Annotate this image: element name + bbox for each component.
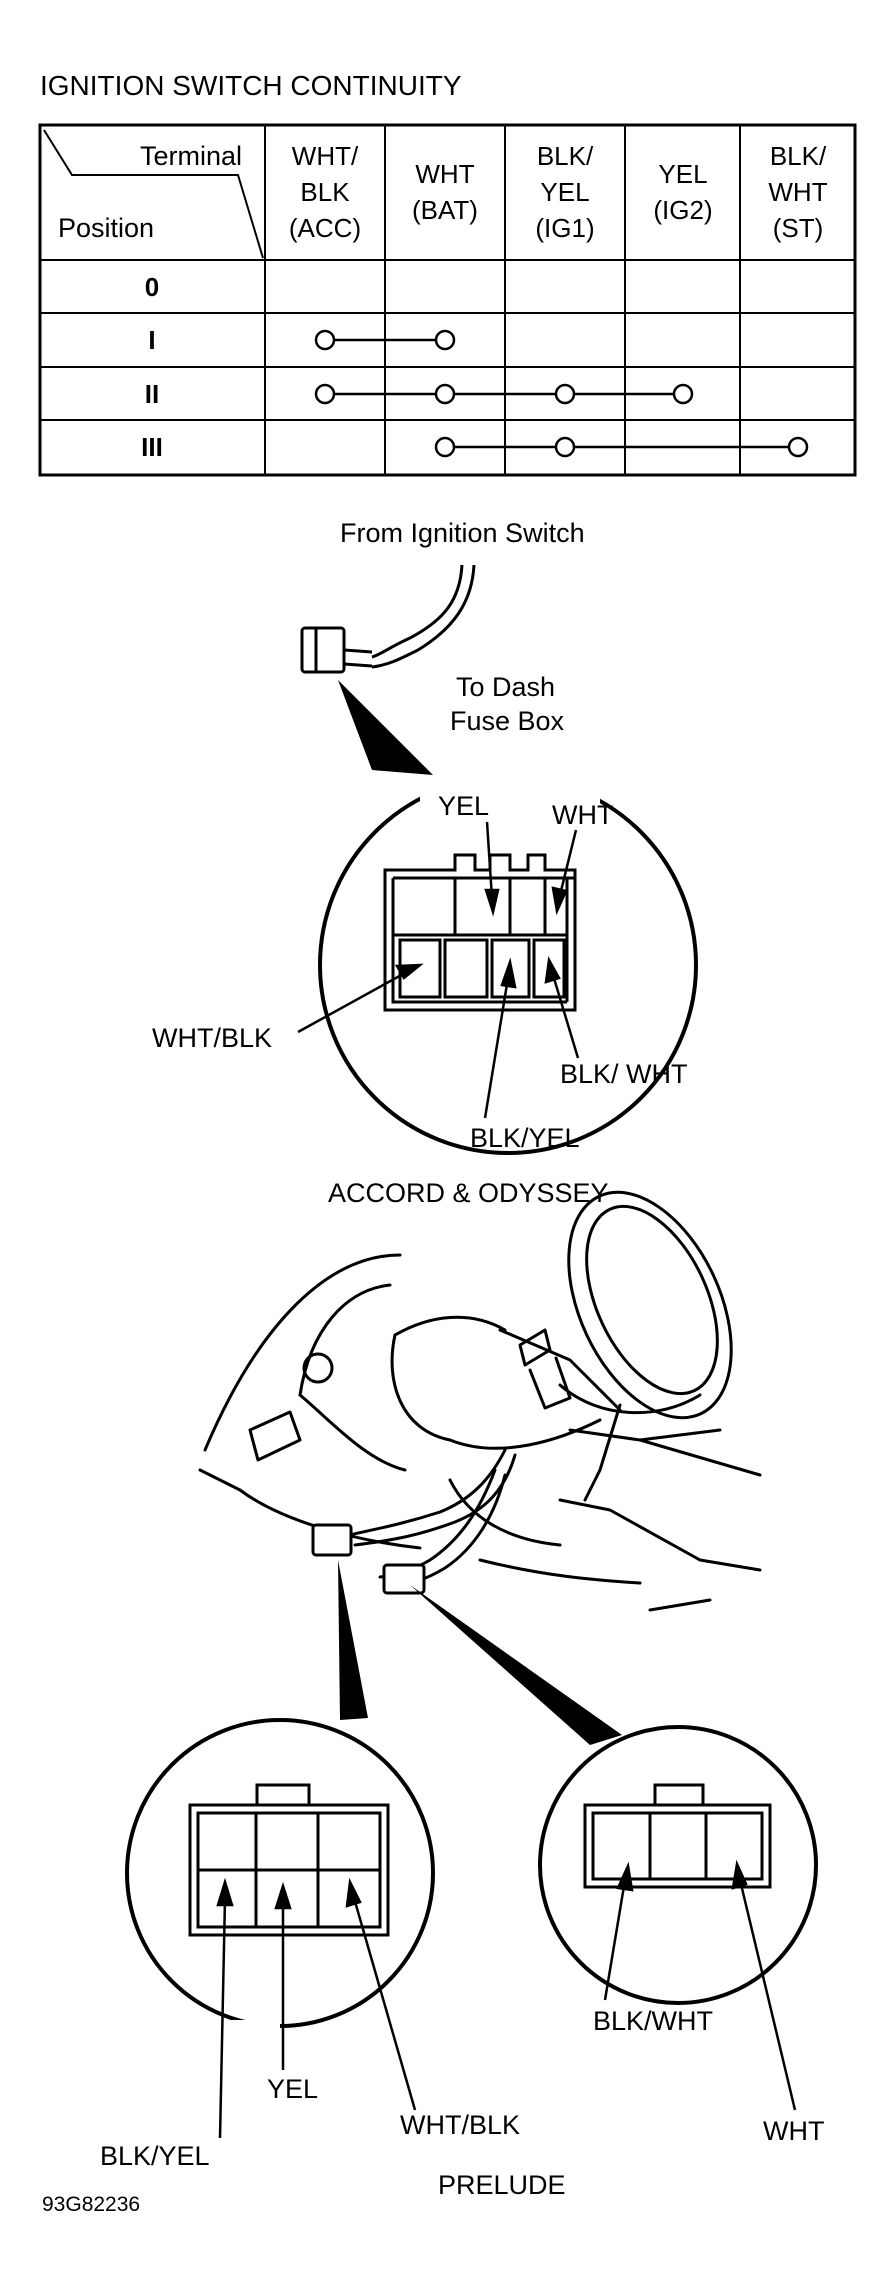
page-title: IGNITION SWITCH CONTINUITY: [40, 70, 462, 101]
position-label: I: [148, 325, 155, 355]
column-header-line: BLK/: [770, 141, 827, 171]
continuity-node: [434, 329, 456, 351]
prelude-yel-label: YEL: [267, 2074, 318, 2104]
wire-wht-label: WHT: [552, 800, 613, 830]
continuity-node: [554, 383, 576, 405]
prelude-blk-wht-label: BLK/WHT: [593, 2006, 713, 2036]
prelude-left-wedge: [338, 1560, 368, 1720]
column-header-line: (BAT): [412, 195, 478, 225]
prelude-wht-label: WHT: [763, 2116, 824, 2146]
continuity-table: [38, 123, 857, 477]
prelude-blk-yel-label: BLK/YEL: [100, 2141, 210, 2171]
column-header-line: (ACC): [289, 213, 361, 243]
wire-blk-wht-label: BLK/ WHT: [560, 1059, 688, 1089]
column-header-line: YEL: [540, 177, 589, 207]
prelude-plugs: [311, 1523, 426, 1595]
position-label: II: [145, 379, 159, 409]
column-header-line: WHT: [768, 177, 827, 207]
accord-connector: [383, 853, 577, 1012]
column-header-line: (IG1): [535, 213, 594, 243]
continuity-node: [434, 436, 456, 458]
column-header-line: BLK/: [537, 141, 594, 171]
column-header-line: BLK: [300, 177, 350, 207]
accord-caption: ACCORD & ODYSSEY: [328, 1178, 609, 1208]
prelude-right-arrows: [603, 1859, 797, 2111]
prelude-wht-blk-label: WHT/BLK: [400, 2110, 520, 2140]
continuity-node: [787, 436, 809, 458]
column-header-line: WHT: [415, 159, 474, 189]
continuity-node: [672, 383, 694, 405]
continuity-node: [314, 329, 336, 351]
prelude-left-arrows: [216, 1877, 417, 2139]
continuity-node: [314, 383, 336, 405]
label-mask: [420, 775, 600, 835]
wire-blk-yel-label: BLK/YEL: [470, 1123, 580, 1153]
fuse-box-label: Fuse Box: [450, 706, 565, 736]
label-mask-left: [140, 2020, 280, 2060]
to-dash-label: To Dash: [456, 672, 555, 702]
continuity-node: [434, 383, 456, 405]
accord-plug: [300, 626, 346, 674]
accord-harness: [343, 564, 476, 669]
column-header-line: YEL: [658, 159, 707, 189]
accord-arrows: [297, 821, 580, 1119]
header-position: Position: [58, 213, 154, 243]
prelude-right-connector: [583, 1783, 772, 1889]
continuity-node: [554, 436, 576, 458]
position-label: 0: [145, 272, 159, 302]
continuity-marks: [314, 329, 809, 458]
wire-yel-label: YEL: [438, 791, 489, 821]
position-label: III: [141, 432, 163, 462]
accord-callout-wedge: [338, 680, 433, 775]
column-header-line: WHT/: [292, 141, 359, 171]
header-terminal: Terminal: [140, 141, 242, 171]
column-header-line: (ST): [773, 213, 824, 243]
column-headers: WHT/BLK (ACC) WHT (BAT) BLK/YEL (IG1) YEL (IG2)…: [289, 141, 828, 243]
figure-id: 93G82236: [42, 2193, 140, 2216]
prelude-dashboard-sketch: [198, 1190, 762, 1612]
column-header-line: (IG2): [653, 195, 712, 225]
prelude-left-connector: [188, 1783, 390, 1937]
from-ignition-switch-label: From Ignition Switch: [340, 518, 585, 548]
prelude-caption: PRELUDE: [438, 2170, 566, 2200]
wire-wht-blk-label: WHT/BLK: [152, 1023, 272, 1053]
prelude-right-wedge: [410, 1585, 622, 1745]
prelude-right-circle: [538, 1725, 818, 2005]
